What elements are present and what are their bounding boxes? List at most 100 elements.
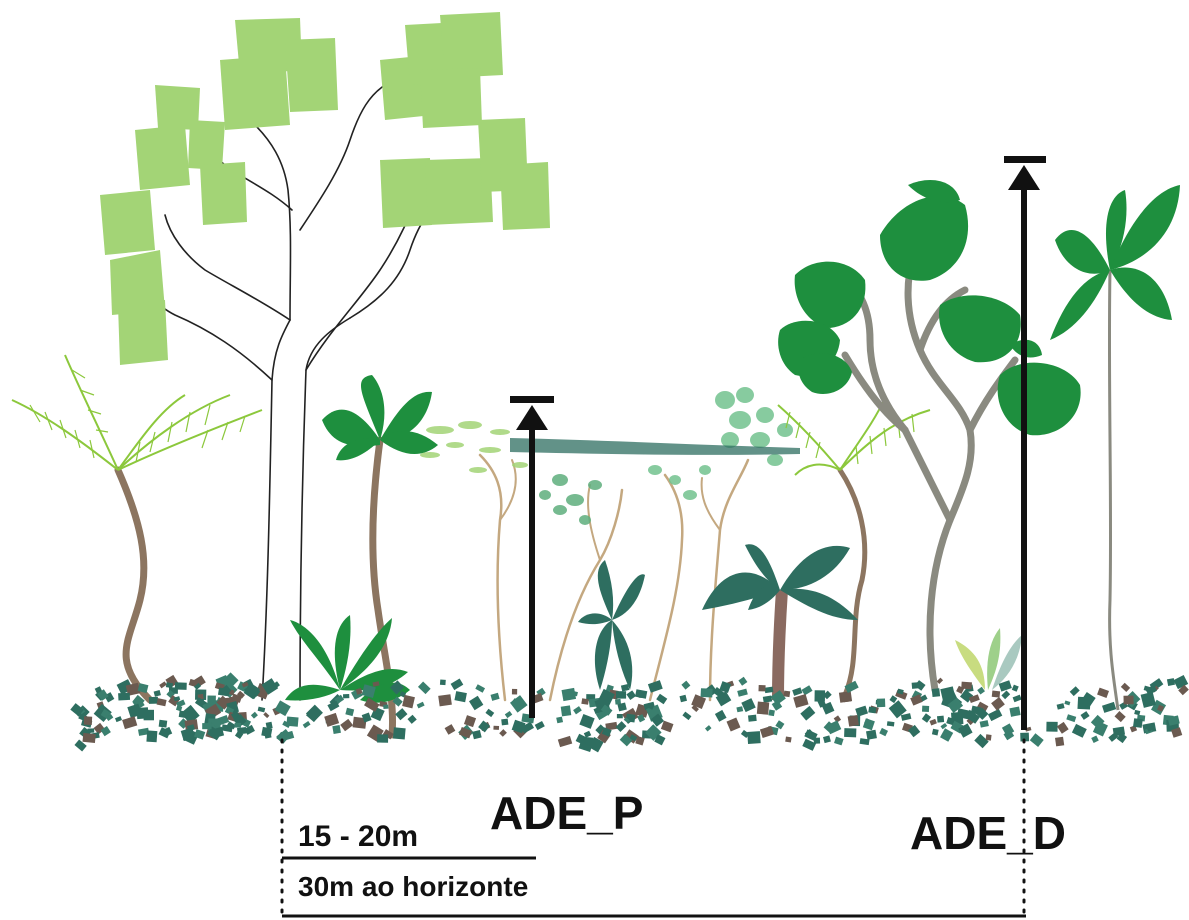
litter-leaf	[1009, 707, 1020, 717]
litter-leaf	[961, 682, 972, 690]
litter-leaf	[556, 717, 563, 724]
litter-leaf	[149, 697, 158, 704]
litter-leaf	[932, 688, 940, 697]
litter-leaf	[621, 684, 629, 692]
litter-leaf	[1070, 686, 1080, 696]
litter-leaf	[340, 719, 353, 731]
litter-leaf	[258, 707, 266, 713]
litter-leaf	[345, 708, 354, 716]
litter-leaf	[159, 720, 168, 728]
litter-leaf	[558, 736, 572, 747]
litter-leaf	[176, 705, 182, 711]
litter-leaf	[393, 727, 406, 739]
horizon-label: 30m ao horizonte	[298, 871, 528, 903]
litter-leaf	[417, 702, 425, 709]
litter-leaf	[1066, 714, 1076, 722]
litter-leaf	[491, 693, 500, 701]
litter-leaf	[146, 730, 157, 742]
litter-leaf	[324, 713, 339, 727]
litter-leaf	[656, 694, 667, 704]
litter-leaf	[626, 690, 636, 700]
litter-leaf	[765, 687, 774, 693]
litter-leaf	[792, 687, 802, 696]
litter-leaf	[848, 715, 859, 727]
litter-leaf	[1076, 730, 1082, 735]
litter-leaf	[579, 714, 594, 729]
right-canopy-tree	[778, 180, 1081, 690]
litter-leaf	[454, 691, 466, 702]
litter-leaf	[877, 699, 886, 708]
litter-leaf	[1030, 733, 1044, 747]
litter-leaf	[932, 729, 939, 736]
litter-leaf	[1046, 722, 1057, 732]
litter-leaf	[1077, 697, 1090, 710]
litter-leaf	[738, 677, 747, 686]
litter-leaf	[1102, 702, 1116, 713]
litter-leaf	[802, 685, 813, 695]
ade-d-height-arrow	[1004, 156, 1046, 730]
litter-leaf	[1124, 696, 1134, 705]
tall-right-palm	[1050, 185, 1180, 710]
litter-leaf	[469, 696, 483, 710]
litter-leaf	[747, 731, 761, 744]
litter-leaf	[701, 688, 713, 697]
litter-leaf	[1055, 737, 1064, 747]
litter-leaf	[377, 734, 388, 742]
litter-leaf	[573, 706, 582, 714]
litter-leaf	[616, 691, 626, 698]
litter-leaf	[493, 726, 499, 730]
litter-leaf	[992, 691, 1000, 698]
litter-leaf	[868, 707, 876, 714]
litter-leaf	[1081, 711, 1090, 720]
litter-leaf	[980, 720, 989, 728]
litter-leaf	[234, 723, 241, 728]
litter-leaf	[303, 721, 311, 728]
litter-leaf	[175, 682, 187, 690]
litter-leaf	[1121, 683, 1130, 692]
litter-leaf	[88, 728, 95, 733]
litter-leaf	[501, 719, 508, 726]
litter-leaf	[408, 715, 417, 724]
litter-leaf	[715, 710, 727, 722]
litter-leaf	[445, 724, 456, 735]
ade-p-label: ADE_P	[490, 786, 643, 840]
litter-leaf	[512, 689, 517, 695]
litter-leaf	[1115, 711, 1126, 722]
litter-leaf	[661, 721, 674, 733]
litter-leaf	[748, 715, 757, 722]
litter-leaf	[915, 680, 926, 691]
litter-leaf	[863, 718, 875, 730]
litter-leaf	[705, 725, 711, 731]
litter-leaf	[922, 706, 929, 712]
litter-leaf	[581, 698, 589, 704]
litter-leaf	[286, 717, 298, 727]
ground-palm-left	[285, 615, 410, 703]
litter-leaf	[475, 684, 485, 692]
litter-leaf	[768, 710, 775, 717]
litter-leaf	[202, 723, 211, 729]
litter-leaf	[814, 738, 820, 744]
small-succulent	[955, 628, 1022, 690]
litter-leaf	[843, 696, 851, 702]
litter-leaf	[472, 730, 482, 739]
litter-leaf	[395, 708, 407, 720]
litter-leaf	[941, 723, 948, 729]
litter-leaf	[866, 730, 877, 740]
litter-leaf	[1001, 690, 1010, 699]
litter-leaf	[1134, 710, 1140, 715]
litter-leaf	[440, 680, 446, 686]
litter-leaf	[682, 712, 691, 720]
litter-leaf	[115, 716, 122, 722]
litter-leaf	[144, 710, 154, 721]
litter-leaf	[464, 715, 476, 727]
litter-leaf	[815, 690, 826, 701]
litter-leaf	[879, 728, 888, 736]
litter-leaf	[505, 711, 512, 718]
litter-leaf	[562, 688, 577, 701]
litter-leaf	[681, 681, 690, 690]
litter-leaf	[757, 702, 769, 715]
litter-leaf	[582, 737, 593, 745]
litter-leaf	[224, 697, 232, 703]
litter-leaf	[727, 717, 741, 731]
